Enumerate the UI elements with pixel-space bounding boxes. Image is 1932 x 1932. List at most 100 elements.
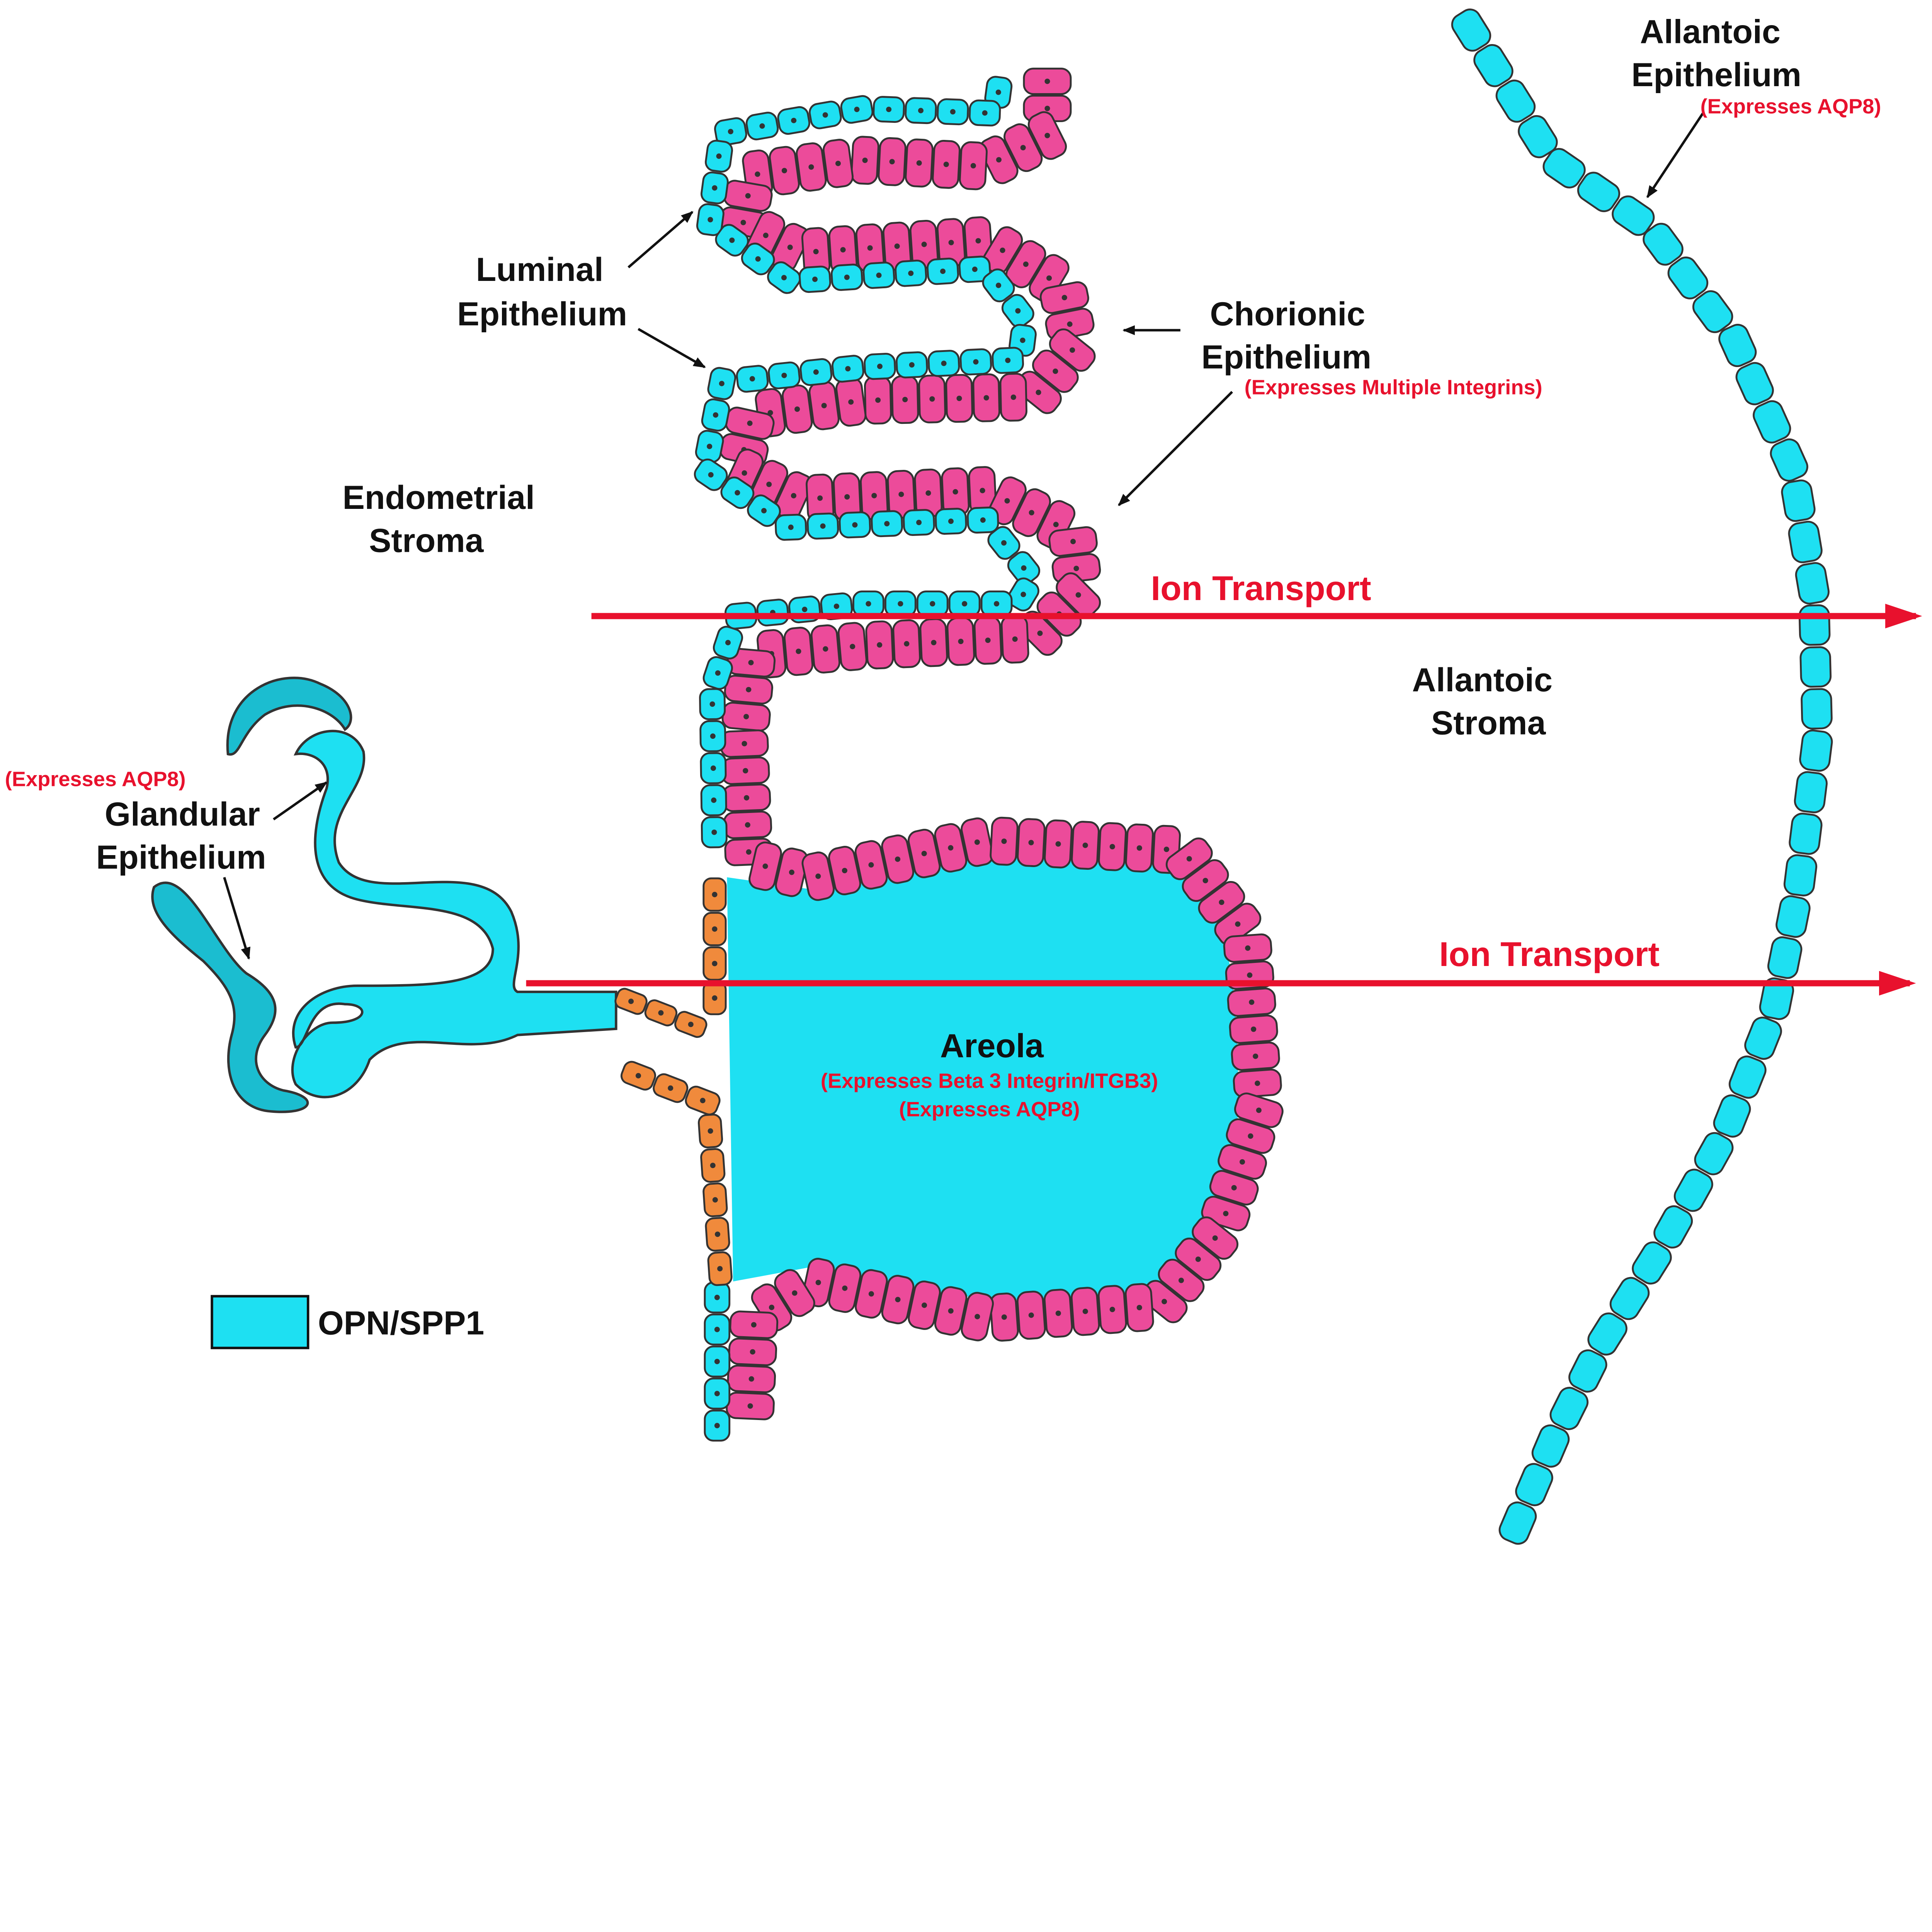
cell-nucleus [916,520,922,526]
cell-nucleus [712,1197,718,1203]
cell-nucleus [715,670,721,676]
cell-nucleus [889,159,895,165]
cell-nucleus [1001,838,1007,844]
cell-nucleus [808,164,814,170]
luminal-epithelium-lower-cells [704,1281,731,1442]
cell-nucleus [820,523,826,529]
cell-nucleus [941,361,947,366]
cell [1543,148,1586,189]
cell-nucleus [996,282,1002,288]
cell-nucleus [712,926,718,932]
cell-nucleus [898,601,903,607]
luminal-epithelium-cells [694,76,1041,849]
cell-nucleus [792,1290,798,1296]
cell-nucleus [688,1022,694,1027]
cell-nucleus [1015,308,1021,314]
cell-nucleus [1037,630,1043,636]
cell-nucleus [1044,78,1050,84]
cell-nucleus [747,420,753,426]
cell-nucleus [886,107,892,112]
cell-nucleus [1223,1211,1229,1216]
cell [1728,1055,1767,1099]
cell [1632,1241,1672,1285]
cell-nucleus [980,488,985,493]
cell [1612,195,1655,236]
cell-nucleus [719,381,724,386]
cell-nucleus [1082,1308,1088,1314]
cell [1694,1132,1734,1175]
cell-nucleus [1136,1304,1142,1310]
cell-nucleus [1247,972,1253,978]
cell-nucleus [817,495,823,501]
cell-nucleus [1248,1133,1253,1139]
cell-nucleus [1055,1310,1061,1316]
cell [1799,730,1833,772]
arrow-luminal-1 [628,211,694,269]
cell-nucleus [794,406,800,412]
chorionic-epithelium-note: (Expresses Multiple Integrins) [1245,376,1543,399]
cell-nucleus [994,601,1000,607]
areola-note-itgb3: (Expresses Beta 3 Integrin/ITGB3) [821,1070,1158,1093]
gland-dark-lower [151,881,309,1113]
cell-nucleus [740,219,746,225]
cell-nucleus [1240,1159,1245,1165]
cell-nucleus [1005,357,1011,363]
ion-transport-label-top: Ion Transport [1151,569,1371,607]
cell-nucleus [918,108,924,114]
cell-nucleus [710,733,716,739]
cell-nucleus [1070,539,1076,544]
cell-nucleus [952,489,958,495]
ion-transport-label-bottom: Ion Transport [1439,935,1659,973]
cell-nucleus [710,765,716,771]
arrow-glandular-2 [223,877,251,960]
cell [1653,1205,1693,1249]
cell-nucleus [766,481,772,487]
cell-nucleus [1021,565,1027,571]
cell [1801,688,1833,730]
cell-nucleus [744,795,750,801]
cell-nucleus [761,508,767,514]
cell-nucleus [781,168,787,173]
cell-nucleus [707,1128,713,1134]
cell-nucleus [812,276,818,282]
cell-nucleus [867,245,873,251]
cell-nucleus [1255,1080,1260,1086]
areola-note-aqp8: (Expresses AQP8) [899,1098,1080,1121]
cell-nucleus [975,238,981,244]
cell-nucleus [742,470,747,476]
cell-nucleus [1001,1314,1007,1320]
cell-nucleus [844,494,850,500]
cell-nucleus [823,646,828,652]
cell [1753,400,1791,444]
cell [1798,604,1831,646]
cell-nucleus [929,396,935,402]
cell-nucleus [711,797,717,803]
cell [1799,646,1832,688]
cell-nucleus [714,1294,720,1300]
cell-nucleus [983,395,989,401]
cell-nucleus [895,1297,901,1303]
cell-nucleus [791,493,796,498]
cell-nucleus [898,492,904,497]
cell-nucleus [743,714,749,719]
cell-nucleus [1235,921,1241,927]
cell-nucleus [1162,1299,1167,1304]
cell-nucleus [895,856,901,862]
arrow-glandular-1 [273,781,328,821]
cell-nucleus [862,157,868,163]
cell-nucleus [956,395,962,401]
cell-nucleus [707,217,713,223]
orange-cells-wall [702,877,727,1015]
cell [1776,895,1811,938]
cell-nucleus [972,266,978,272]
glandular-epithelium [151,677,617,1113]
cell [1788,520,1823,563]
cell-nucleus [745,822,750,828]
cell-nucleus [813,369,819,375]
cell-nucleus [750,1349,755,1355]
cell-nucleus [1251,1026,1257,1032]
cell-nucleus [842,867,847,873]
cell-nucleus [922,1302,927,1308]
